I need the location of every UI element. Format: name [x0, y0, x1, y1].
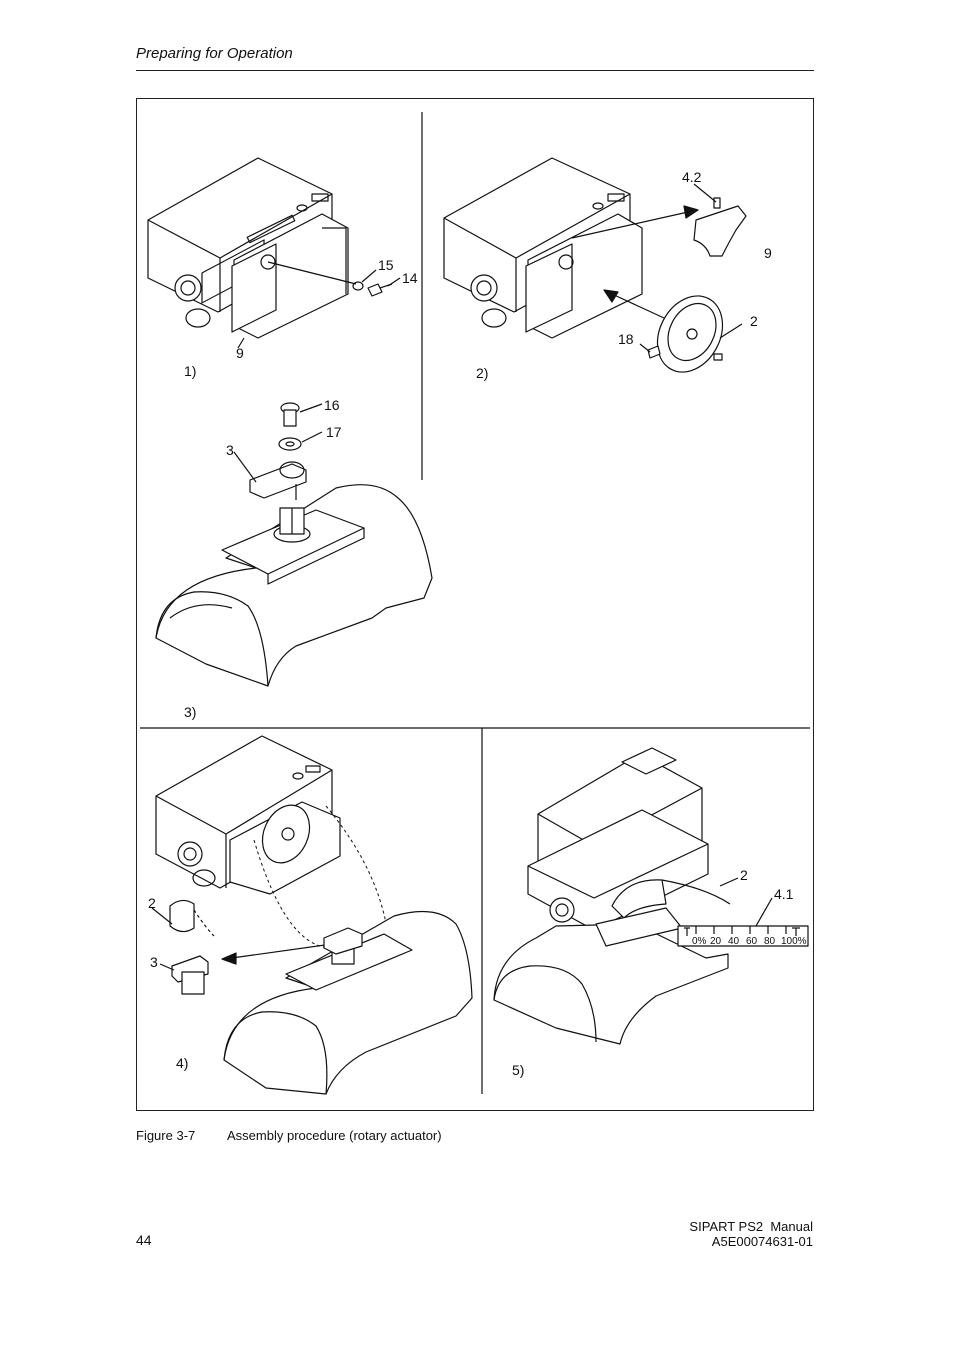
step2-part-18: 18 [618, 331, 634, 347]
step3-leader-17 [301, 431, 323, 443]
step3-actuator-drawing [155, 484, 433, 687]
step1-label: 1) [184, 363, 196, 379]
step3-leader-3 [233, 451, 257, 483]
step1-part-14: 14 [402, 270, 418, 286]
step2-screw-18 [647, 345, 661, 359]
step3-part-3: 3 [226, 442, 234, 458]
step5-label: 5) [512, 1062, 524, 1078]
step1-washer-bolt [352, 281, 393, 297]
step4-actuator-drawing [223, 910, 473, 1095]
step2-label: 2) [476, 365, 488, 381]
step2-arrow-bracket [571, 205, 699, 239]
step1-leader-15 [361, 269, 377, 283]
step1-part-15: 15 [378, 257, 394, 273]
step2-leader-2 [719, 323, 743, 339]
step2-coupling-bracket [693, 197, 747, 257]
step5-actuator-drawing [493, 907, 729, 1045]
step2-part-4-2: 4.2 [682, 169, 702, 185]
step4-leader-3 [159, 963, 175, 971]
step3-part-17: 17 [326, 424, 342, 440]
figure-frame [136, 98, 814, 1111]
manual-title: SIPART PS2 Manual [689, 1219, 813, 1234]
step5-leader-4-1 [755, 897, 773, 927]
figure-caption: Figure 3-7 Assembly procedure (rotary ac… [136, 1128, 442, 1143]
step4-positioner-drawing [155, 735, 341, 895]
step2-arrow-wheel [603, 289, 665, 319]
scale-tick-80: 80 [764, 936, 776, 947]
step2-positioner-drawing [443, 157, 643, 339]
step5-part-2: 2 [740, 867, 748, 883]
page-number: 44 [136, 1232, 152, 1248]
step4-label: 4) [176, 1055, 188, 1071]
step1-part-9: 9 [236, 345, 244, 361]
step4-leader-2 [151, 907, 173, 925]
step3-coupling-lever [249, 461, 307, 500]
scale-tick-60: 60 [746, 936, 758, 947]
step1-leader-9 [237, 337, 245, 349]
step5-positioner-drawing [527, 747, 731, 931]
step5-part-4-1: 4.1 [774, 886, 794, 902]
step1-leader-14 [387, 277, 401, 287]
step2-part-2: 2 [750, 313, 758, 329]
step3-screw-washer [278, 402, 302, 451]
running-header: Preparing for Operation [136, 45, 293, 62]
header-rule [136, 70, 814, 71]
step3-leader-16 [299, 403, 323, 413]
step4-part-2: 2 [148, 895, 156, 911]
footer-block: SIPART PS2 Manual A5E00074631-01 [689, 1219, 813, 1249]
caption-text: Assembly procedure (rotary actuator) [227, 1128, 442, 1143]
step2-leader-4-2 [693, 183, 717, 203]
caption-number: Figure 3-7 [136, 1128, 196, 1143]
order-number: A5E00074631-01 [711, 1234, 813, 1249]
step2-coupling-wheel [656, 295, 724, 373]
assembly-figure: 1) 9 15 14 2) 4.2 9 2 18 3) 16 17 3 4) 2… [140, 112, 810, 1095]
scale-tick-100: 100% [781, 936, 807, 947]
scale-tick-20: 20 [710, 936, 722, 947]
step3-label: 3) [184, 704, 196, 720]
scale-tick-40: 40 [728, 936, 740, 947]
step2-part-9: 9 [764, 245, 772, 261]
step2-leader-18 [639, 343, 651, 353]
step1-positioner-drawing [147, 157, 357, 339]
step4-arrow [221, 943, 333, 965]
step4-part-3: 3 [150, 954, 158, 970]
scale-tick-0: 0% [692, 936, 707, 947]
step3-part-16: 16 [324, 397, 340, 413]
step5-scale-plate [677, 925, 809, 947]
step5-leader-2 [719, 877, 739, 887]
step4-coupling-parts [169, 899, 215, 995]
